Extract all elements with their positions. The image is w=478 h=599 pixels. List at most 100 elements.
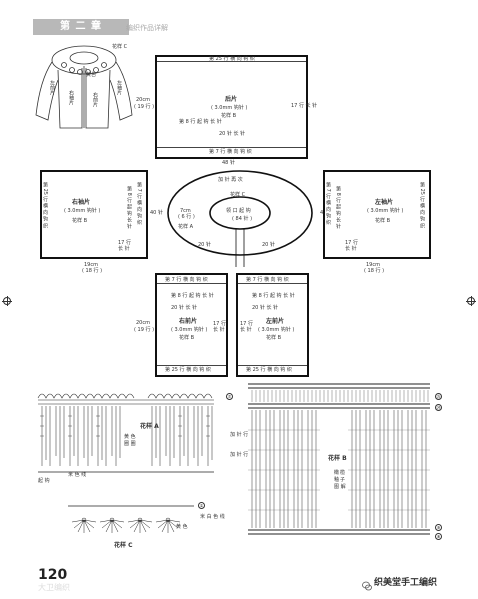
- left-front-bottom-label: 第 25 行 横 向 钩 织: [246, 367, 292, 373]
- yoke-right-20: 20 针: [262, 242, 275, 248]
- back-bottom-label: 第 7 行 横 向 钩 织: [209, 149, 252, 155]
- left-sleeve-right-vert: 第 25 行 横 向 钩 织: [419, 182, 425, 228]
- right-front-start-chain: 第 8 行 起 钩 长 针: [171, 293, 214, 299]
- chart-b-stitch-diagram: [248, 383, 430, 535]
- wechat-icon: [362, 576, 372, 591]
- chapter-band: [33, 19, 129, 35]
- chart-b-note-1: 橄: [334, 470, 340, 476]
- left-front-top-rule: [238, 283, 307, 284]
- right-front-height-cm: 20cm: [136, 320, 150, 326]
- right-front-side-rows: 17 行: [213, 321, 226, 327]
- chart-b-note-2: 榄: [340, 470, 346, 476]
- back-panel: 第 25 行 横 向 钩 织 后片 ( 3.0mm 钩针 ) 花样 B 第 8 …: [155, 55, 317, 159]
- right-front-height-rows: ( 19 行 ): [134, 327, 155, 333]
- yoke-left-cm: 7cm: [180, 208, 191, 214]
- right-sleeve-left-vert: 第 25 行 横 向 钩 织: [42, 182, 48, 228]
- chart-a-row-7-marker: ⑦: [226, 393, 233, 400]
- right-front-stitches: 20 针 长 针: [171, 305, 198, 311]
- left-front-panel: 第 7 行 横 向 钩 织 第 8 行 起 钩 长 针 20 针 长 针 左前片…: [236, 273, 309, 377]
- back-start-chain: 第 8 行 起 钩 长 针: [179, 119, 222, 125]
- wechat-account-name: 织美堂手工编织: [374, 578, 438, 588]
- chart-c-yellow: 黄 色: [176, 524, 188, 530]
- left-front-needle: ( 3.0mm 钩针 ): [258, 327, 295, 333]
- right-sleeve-width-cm: 19cm: [84, 262, 98, 268]
- chart-b-note-3: 釉: [334, 477, 340, 483]
- left-front-top-label: 第 7 行 横 向 钩 织: [246, 277, 289, 283]
- left-sleeve-pattern: 花样 B: [375, 218, 391, 224]
- right-sleeve-rows: 17 行: [118, 240, 131, 246]
- left-front-stitches: 20 针 长 针: [252, 305, 279, 311]
- right-front-panel: 第 7 行 横 向 钩 织 第 8 行 起 钩 长 针 20 针 长 针 右前片…: [155, 273, 228, 377]
- chart-c-color-note: 米 白 色 线: [200, 514, 225, 520]
- registration-mark-right: [466, 296, 476, 306]
- sketch-pattern-c-label: 花样 C: [112, 44, 128, 50]
- chart-b-row-8-marker: ⑧: [435, 533, 442, 540]
- back-width-st: 48 针: [222, 160, 235, 166]
- back-top-rule: [157, 61, 306, 62]
- right-front-title: 右前片: [179, 318, 198, 325]
- left-sleeve-rows-b: 长 针: [345, 246, 357, 252]
- left-sleeve-panel: 第 7 行 横 向 钩 织 第 25 行 横 向 钩 织 第 8 行 起 钩 长…: [323, 170, 431, 259]
- left-sleeve-needle: ( 3.0mm 钩针 ): [367, 208, 404, 214]
- right-sleeve-rows-b: 长 针: [118, 246, 130, 252]
- right-sleeve-mid-vert: 第 8 行 起 钩 长 针: [126, 186, 132, 229]
- back-title: 后片: [225, 96, 238, 103]
- chart-a-inc-2: 加 针 行: [230, 452, 249, 458]
- left-sleeve-left-vert: 第 7 行 横 向 钩 织: [325, 182, 331, 225]
- chart-b-note-4: 子: [340, 477, 346, 483]
- right-front-pattern: 花样 B: [179, 335, 195, 341]
- chart-b-row-9-marker: ⑨: [435, 524, 442, 531]
- left-front-title: 左前片: [266, 318, 285, 325]
- right-sleeve-title: 右袖片: [72, 199, 91, 206]
- back-needle: ( 3.0mm 钩针 ): [211, 105, 248, 111]
- right-front-side-rows-b: 长 针: [213, 327, 225, 333]
- yoke-diagram: [167, 170, 313, 267]
- right-front-top-rule: [157, 283, 226, 284]
- chapter-subtitle: 编织作品详解: [126, 24, 168, 32]
- left-front-side-rows-b: 长 针: [240, 327, 252, 333]
- right-front-top-label: 第 7 行 横 向 钩 织: [165, 277, 208, 283]
- right-sleeve-right-vert: 第 7 行 横 向 钩 织: [136, 182, 142, 225]
- yoke-pattern-a: 花样 A: [178, 224, 194, 230]
- left-front-start-chain: 第 8 行 起 钩 长 针: [252, 293, 295, 299]
- right-sleeve-panel: 第 25 行 横 向 钩 织 第 7 行 横 向 钩 织 第 8 行 起 钩 长…: [40, 170, 148, 259]
- garment-sketch: 花样 C 黄色 左前片 右前片 左袖片 右袖片: [30, 40, 138, 140]
- back-stitches: 20 针 长 针: [219, 131, 246, 137]
- yoke-top-label: 加 针 再 次: [218, 177, 243, 183]
- footer-watermark: 大卫编织: [38, 583, 70, 592]
- chart-a-color-note: 黄 色: [124, 434, 136, 440]
- back-pattern: 花样 B: [221, 113, 237, 119]
- chart-a-start: 起 钩: [38, 478, 50, 484]
- cardigan-sketch-icon: [35, 45, 133, 129]
- back-top-label: 第 25 行 横 向 钩 织: [209, 56, 255, 62]
- chart-a-label: 花样 A: [140, 423, 159, 430]
- sketch-right-front-label: 右前片: [92, 92, 98, 107]
- left-sleeve-width-cm: 19cm: [366, 262, 380, 268]
- back-side-label: 17 行 长 针: [291, 103, 318, 109]
- chart-c-stitch-diagram: [68, 505, 194, 533]
- right-sleeve-needle: ( 3.0mm 钩针 ): [64, 208, 101, 214]
- right-front-bottom-rule: [157, 365, 226, 366]
- chart-b-label: 花样 B: [328, 455, 347, 462]
- right-front-bottom-label: 第 25 行 横 向 钩 织: [165, 367, 211, 373]
- left-sleeve-mid-vert: 第 8 行 起 钩 长 针: [335, 186, 341, 229]
- registration-mark-left: [2, 296, 12, 306]
- left-sleeve-width-rows: ( 18 行 ): [364, 268, 385, 274]
- sketch-left-front-label: 左前片: [49, 80, 55, 95]
- yoke-left-20: 20 针: [198, 242, 211, 248]
- chart-c-label: 花样 C: [114, 542, 133, 549]
- chart-a-color-note-2: 圈 圈: [124, 441, 136, 447]
- right-sleeve-pattern: 花样 B: [72, 218, 88, 224]
- chapter-title: 第 二 章: [60, 21, 102, 32]
- left-sleeve-title: 左袖片: [375, 199, 394, 206]
- yoke-left-rows: ( 6 行 ): [178, 214, 195, 220]
- chart-b-row-25-marker: ㉕: [435, 393, 442, 400]
- sketch-right-sleeve-label: 右袖片: [68, 90, 74, 105]
- left-front-side-rows: 17 行: [240, 321, 253, 327]
- yoke-pattern: 花样 C: [230, 192, 246, 198]
- chart-a-cream: 米 色 线: [68, 472, 87, 478]
- left-front-pattern: 花样 B: [266, 335, 282, 341]
- chart-c-row-1-marker: ①: [198, 502, 205, 509]
- back-bottom-rule: [157, 147, 306, 148]
- chart-a-stitch-diagram: [37, 393, 214, 473]
